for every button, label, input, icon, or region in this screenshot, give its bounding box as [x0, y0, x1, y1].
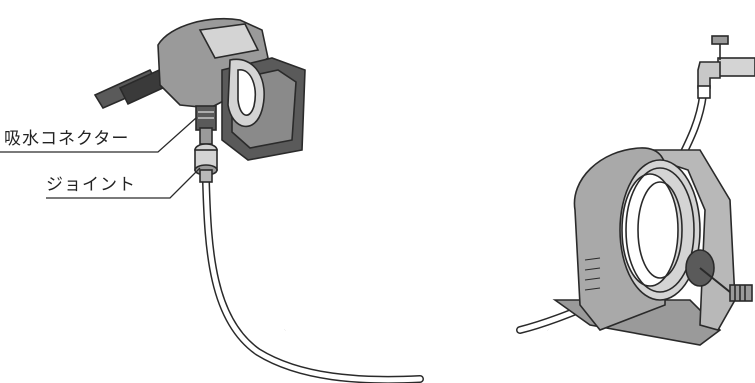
water-connector-label: 吸水コネクター [4, 129, 130, 149]
joint [194, 143, 218, 183]
callout-lines [0, 117, 201, 199]
hose-to-coil [202, 178, 424, 383]
joint-leader-line [46, 167, 201, 199]
hose-reel [552, 147, 753, 346]
connector-leader-line [0, 117, 197, 153]
pressure-washer [93, 17, 306, 161]
water-faucet [697, 35, 755, 99]
water-connector [195, 105, 217, 145]
coiled-hose [274, 274, 552, 382]
joint-label: ジョイント [46, 175, 136, 195]
